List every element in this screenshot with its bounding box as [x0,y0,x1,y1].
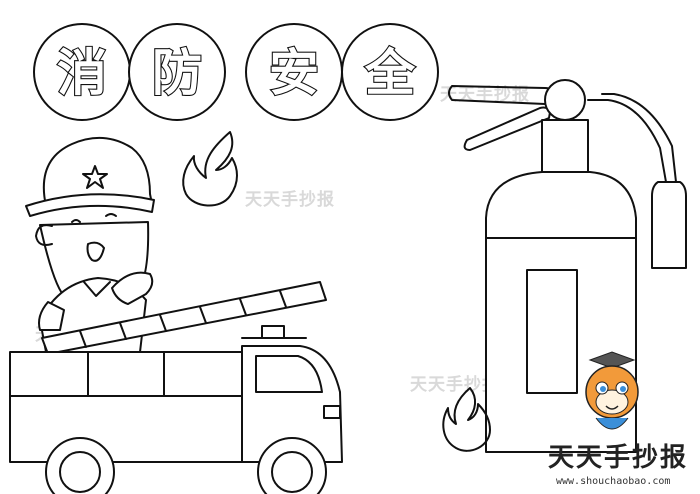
watermark-1: 天天手抄报 [245,189,335,210]
fire-truck [9,325,343,494]
extinguisher-neck [541,119,589,175]
boy-mouth [86,241,105,262]
boy-arm [38,301,65,331]
truck-hub-rear [59,451,101,493]
title-banner: 消 防 安 全 [33,23,439,121]
title-circle-2 [128,23,226,121]
flame-small-icon [442,387,491,452]
truck-panels [9,351,243,397]
truck-wheel-front [257,437,327,494]
truck-light [323,405,341,419]
boy-hand [111,271,154,305]
title-char-3: 安 [269,44,319,102]
fire-truck-ladder [41,281,327,355]
flame-icon [182,131,238,207]
ladder-rail [41,281,327,355]
logo-text: 天天手抄报 [548,442,688,473]
logo-url: www.shouchaobao.com [556,476,670,487]
truck-hub-front [271,451,313,493]
title-circle-4 [341,23,439,121]
extinguisher-label [526,269,578,394]
right-eye [105,213,117,217]
truck-window [255,355,323,393]
mascot-icon [585,351,639,430]
boy-collar [83,281,111,297]
watermark-4: 天天手抄报 [410,374,500,395]
firefighter-boy [25,136,155,353]
truck-siren [261,325,285,339]
title-char-1: 消 [57,44,107,102]
left-eye [71,219,81,223]
extinguisher-lever [463,106,551,151]
title-char-2: 防 [152,44,202,102]
extinguisher-hose [587,99,667,183]
boy-ear [35,224,53,246]
star-icon [82,165,108,189]
fire-extinguisher [448,79,687,453]
extinguisher-nozzle [651,181,687,269]
ladder-rungs [79,290,287,348]
helmet-brim [25,193,155,217]
extinguisher-hose-outer [601,93,677,183]
truck-wheel-rear [45,437,115,494]
truck-bed [9,351,243,463]
title-char-4: 全 [364,44,416,102]
extinguisher-valve [544,79,586,121]
